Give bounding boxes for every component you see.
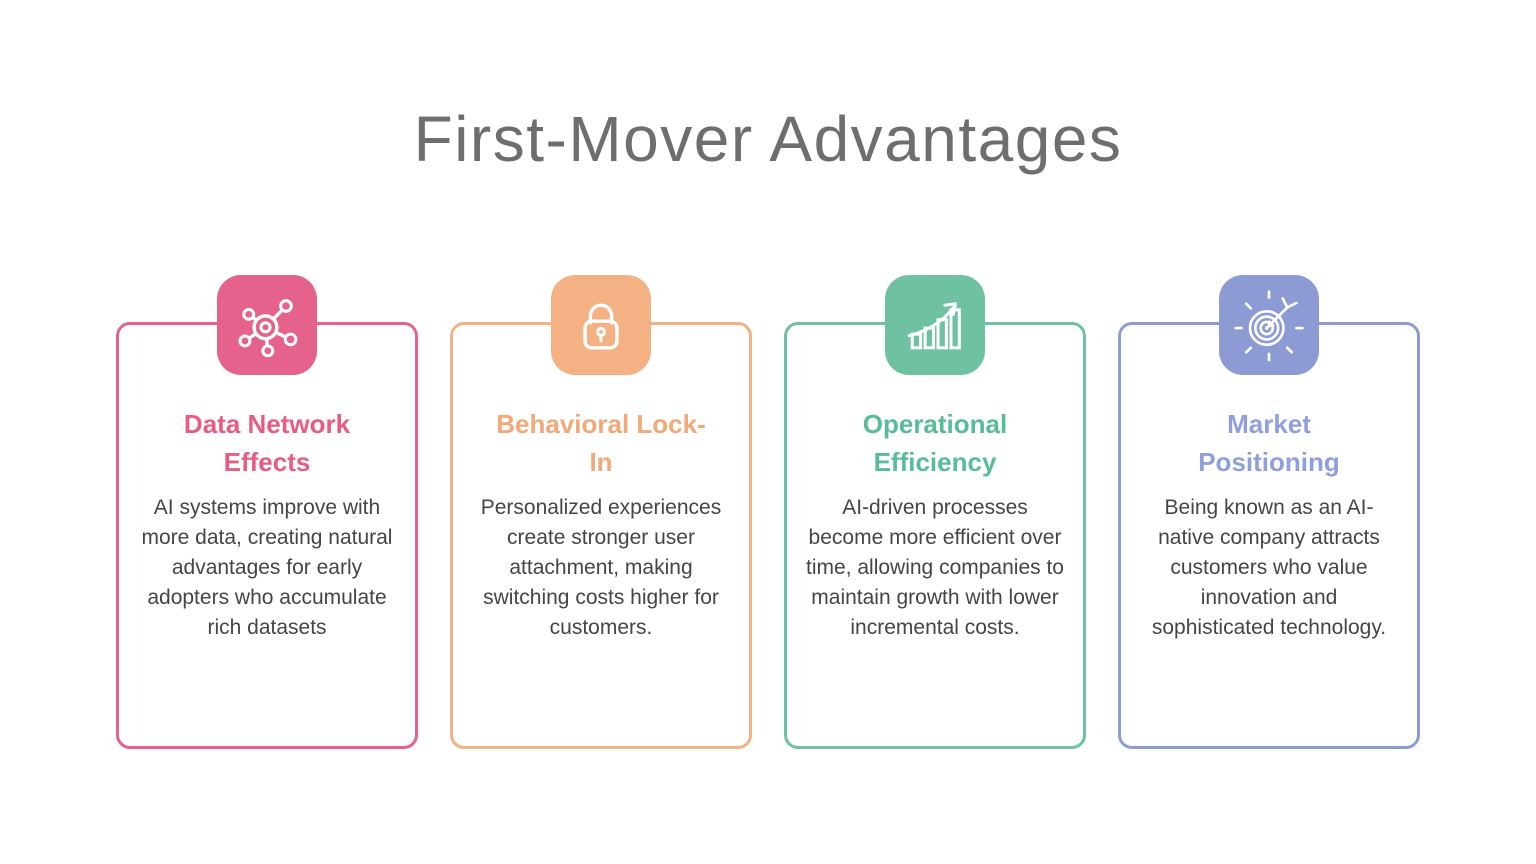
card-heading: Data Network Effects <box>183 409 351 477</box>
network-icon <box>217 275 317 375</box>
card-behavioral-lock-in: Behavioral Lock-In Personalized experien… <box>450 275 752 749</box>
card-body-text: Personalized experiences create stronger… <box>480 496 722 639</box>
lock-icon <box>551 275 651 375</box>
card-data-network-effects: Data Network Effects AI systems improve … <box>116 275 418 749</box>
card-body-text: AI systems improve with more data, creat… <box>141 496 393 639</box>
card-market-positioning: Market Positioning Being known as an AI-… <box>1118 275 1420 749</box>
card-heading: Operational Efficiency <box>862 409 1008 477</box>
cards-row: Data Network Effects AI systems improve … <box>116 275 1420 749</box>
card-heading: Behavioral Lock-In <box>496 409 706 477</box>
card-operational-efficiency: Operational Efficiency AI-driven process… <box>784 275 1086 749</box>
growth-chart-icon <box>885 275 985 375</box>
card-body-text: Being known as an AI-native company attr… <box>1151 496 1387 639</box>
card-body-text: AI-driven processes become more efficien… <box>806 496 1064 639</box>
page-title: First-Mover Advantages <box>413 103 1123 175</box>
target-icon <box>1219 275 1319 375</box>
card-heading: Market Positioning <box>1198 409 1340 477</box>
